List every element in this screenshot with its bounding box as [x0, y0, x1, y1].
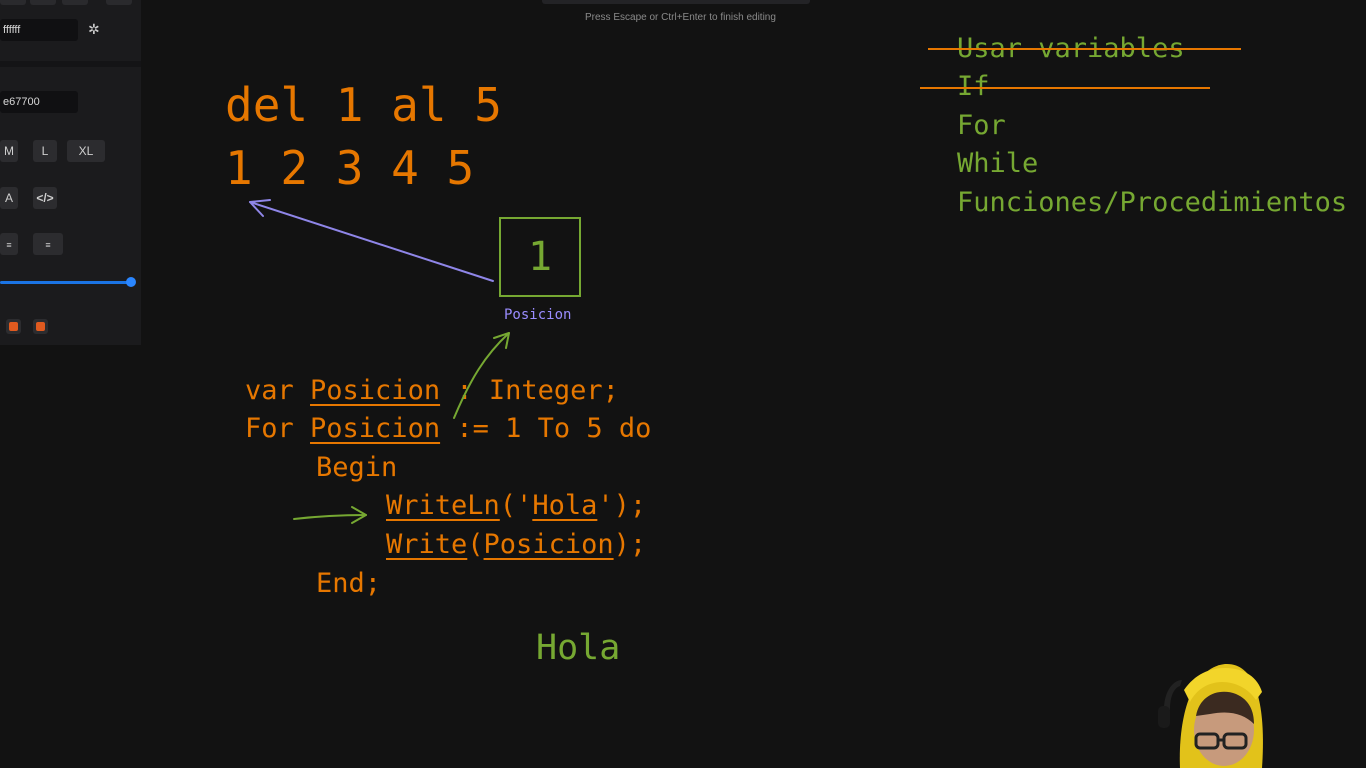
top-toolbar [542, 0, 810, 4]
strike-line[interactable] [928, 48, 1241, 50]
code-variable: Posicion [483, 529, 614, 560]
size-l-button[interactable]: L [33, 140, 57, 162]
code-keyword: var [245, 375, 311, 406]
align-center-button[interactable]: ≡ [0, 233, 18, 255]
range-text[interactable]: del 1 al 5 [225, 78, 502, 132]
toolbar-tab[interactable] [62, 0, 88, 5]
send-backward-icon[interactable] [6, 319, 21, 334]
size-m-button[interactable]: M [0, 140, 18, 162]
size-xl-button[interactable]: XL [67, 140, 105, 162]
todo-item[interactable]: While [957, 148, 1039, 179]
variable-box-label[interactable]: Posicion [504, 307, 572, 323]
code-text: ); [613, 529, 647, 560]
background-color-input[interactable]: e67700 [0, 91, 78, 113]
webcam-overlay [1150, 650, 1280, 768]
divider [0, 61, 141, 67]
todo-item[interactable]: If [957, 71, 990, 102]
output-text[interactable]: Hola [536, 628, 621, 668]
variable-box[interactable]: 1 [499, 217, 581, 297]
font-normal-button[interactable]: A [0, 187, 18, 209]
code-keyword: For [245, 413, 311, 444]
todo-item[interactable]: Funciones/Procedimientos [957, 187, 1348, 218]
numbers-text[interactable]: 1 2 3 4 5 [225, 141, 475, 195]
align-right-button[interactable]: ≡ [33, 233, 63, 255]
streamer-avatar [1158, 663, 1263, 768]
opacity-slider-thumb[interactable] [126, 277, 136, 287]
stroke-color-input[interactable]: ffffff [0, 19, 78, 41]
code-function: WriteLn [386, 490, 500, 521]
todo-item[interactable]: For [957, 110, 1006, 141]
code-line-1[interactable]: var Posicion : Integer; [245, 372, 619, 410]
toolbar-tab[interactable] [106, 0, 132, 5]
code-text: := 1 To 5 do [440, 413, 652, 444]
code-text: '); [597, 490, 647, 521]
code-text: (' [499, 490, 533, 521]
bring-forward-icon[interactable] [33, 319, 48, 334]
editing-hint: Press Escape or Ctrl+Enter to finish edi… [585, 12, 776, 23]
color-picker-icon[interactable]: ✲ [88, 22, 100, 38]
arrow-pointer-writeln[interactable] [293, 506, 367, 524]
align-center-icon: ≡ [6, 240, 12, 250]
code-line-3[interactable]: Begin [316, 452, 398, 483]
arrow-box-to-numbers[interactable] [249, 199, 494, 282]
code-text: : Integer; [440, 375, 619, 406]
code-function: Write [386, 529, 468, 560]
toolbar-tab[interactable] [30, 0, 56, 5]
arrow-var-to-box[interactable] [453, 332, 510, 419]
code-variable: Posicion [310, 375, 441, 406]
code-variable: Posicion [310, 413, 441, 444]
code-line-6[interactable]: End; [316, 568, 382, 599]
align-right-icon: ≡ [45, 240, 51, 250]
strike-line[interactable] [920, 87, 1210, 89]
opacity-slider-track[interactable] [0, 281, 131, 284]
properties-panel: ffffff ✲ e67700 M L XL A </> ≡ ≡ [0, 0, 141, 345]
code-line-2[interactable]: For Posicion := 1 To 5 do [245, 410, 651, 448]
code-string: Hola [532, 490, 598, 521]
toolbar-tab[interactable] [0, 0, 26, 5]
code-line-5[interactable]: Write(Posicion); [386, 526, 646, 564]
code-line-4[interactable]: WriteLn('Hola'); [386, 487, 646, 525]
font-code-button[interactable]: </> [33, 187, 57, 209]
code-text: ( [467, 529, 484, 560]
